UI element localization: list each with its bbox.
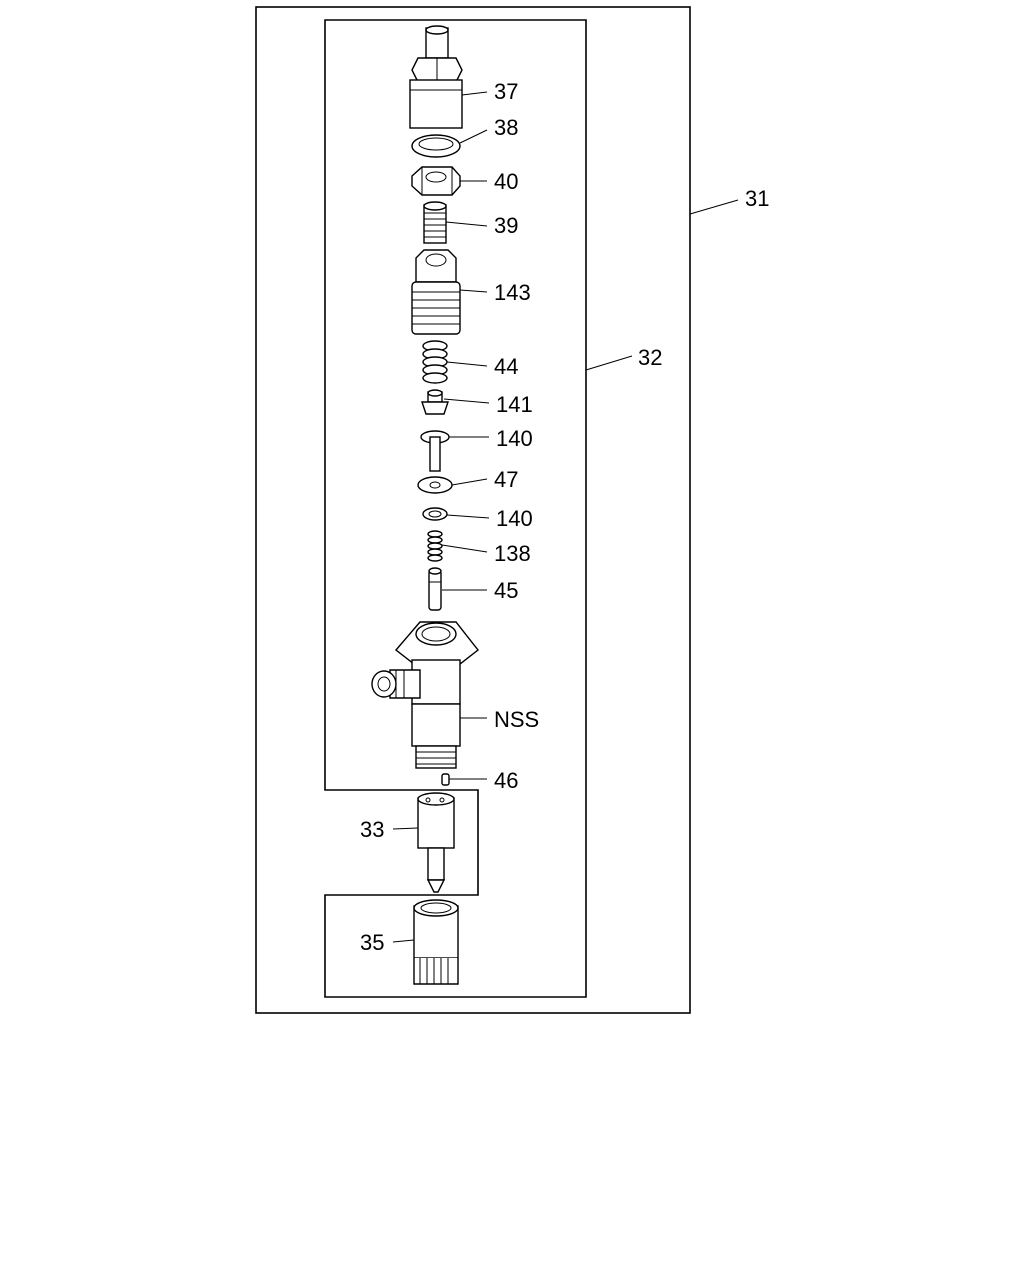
part-141-cap <box>421 389 449 415</box>
callout-31: 31 <box>745 186 769 211</box>
part-39-stud <box>423 201 447 244</box>
part-nss-body <box>371 621 479 769</box>
part-35-cap-nut <box>413 899 459 985</box>
part-46-pin <box>441 773 450 786</box>
part-47-washer <box>417 476 453 494</box>
part-33-nozzle <box>417 792 455 893</box>
callout-140-lower: 140 <box>496 506 533 531</box>
assembly-box-31 <box>255 6 691 1014</box>
callout-33: 33 <box>360 817 384 842</box>
part-40-nut <box>411 166 461 196</box>
callout-44: 44 <box>494 354 518 379</box>
callout-141: 141 <box>496 392 533 417</box>
part-143-holder <box>411 249 461 335</box>
part-45-pin <box>428 567 442 611</box>
callout-138: 138 <box>494 541 531 566</box>
callout-labels: 31 32 37 38 40 39 143 44 141 140 47 140 … <box>360 79 769 955</box>
callout-45: 45 <box>494 578 518 603</box>
callout-140-upper: 140 <box>496 426 533 451</box>
part-140-shim-lower <box>422 507 448 521</box>
callout-143: 143 <box>494 280 531 305</box>
callout-32: 32 <box>638 345 662 370</box>
part-138-spring <box>427 530 443 562</box>
assembly-box-32 <box>324 19 587 998</box>
part-38-ring <box>411 134 461 158</box>
part-44-spring <box>422 340 448 384</box>
callout-40: 40 <box>494 169 518 194</box>
callout-38: 38 <box>494 115 518 140</box>
callout-37: 37 <box>494 79 518 104</box>
leader-lines <box>392 91 739 943</box>
callout-nss: NSS <box>494 707 539 732</box>
callout-46: 46 <box>494 768 518 793</box>
callout-39: 39 <box>494 213 518 238</box>
callout-35: 35 <box>360 930 384 955</box>
part-140-pin-upper <box>420 430 450 472</box>
callout-47: 47 <box>494 467 518 492</box>
part-37-fitting <box>409 25 463 129</box>
